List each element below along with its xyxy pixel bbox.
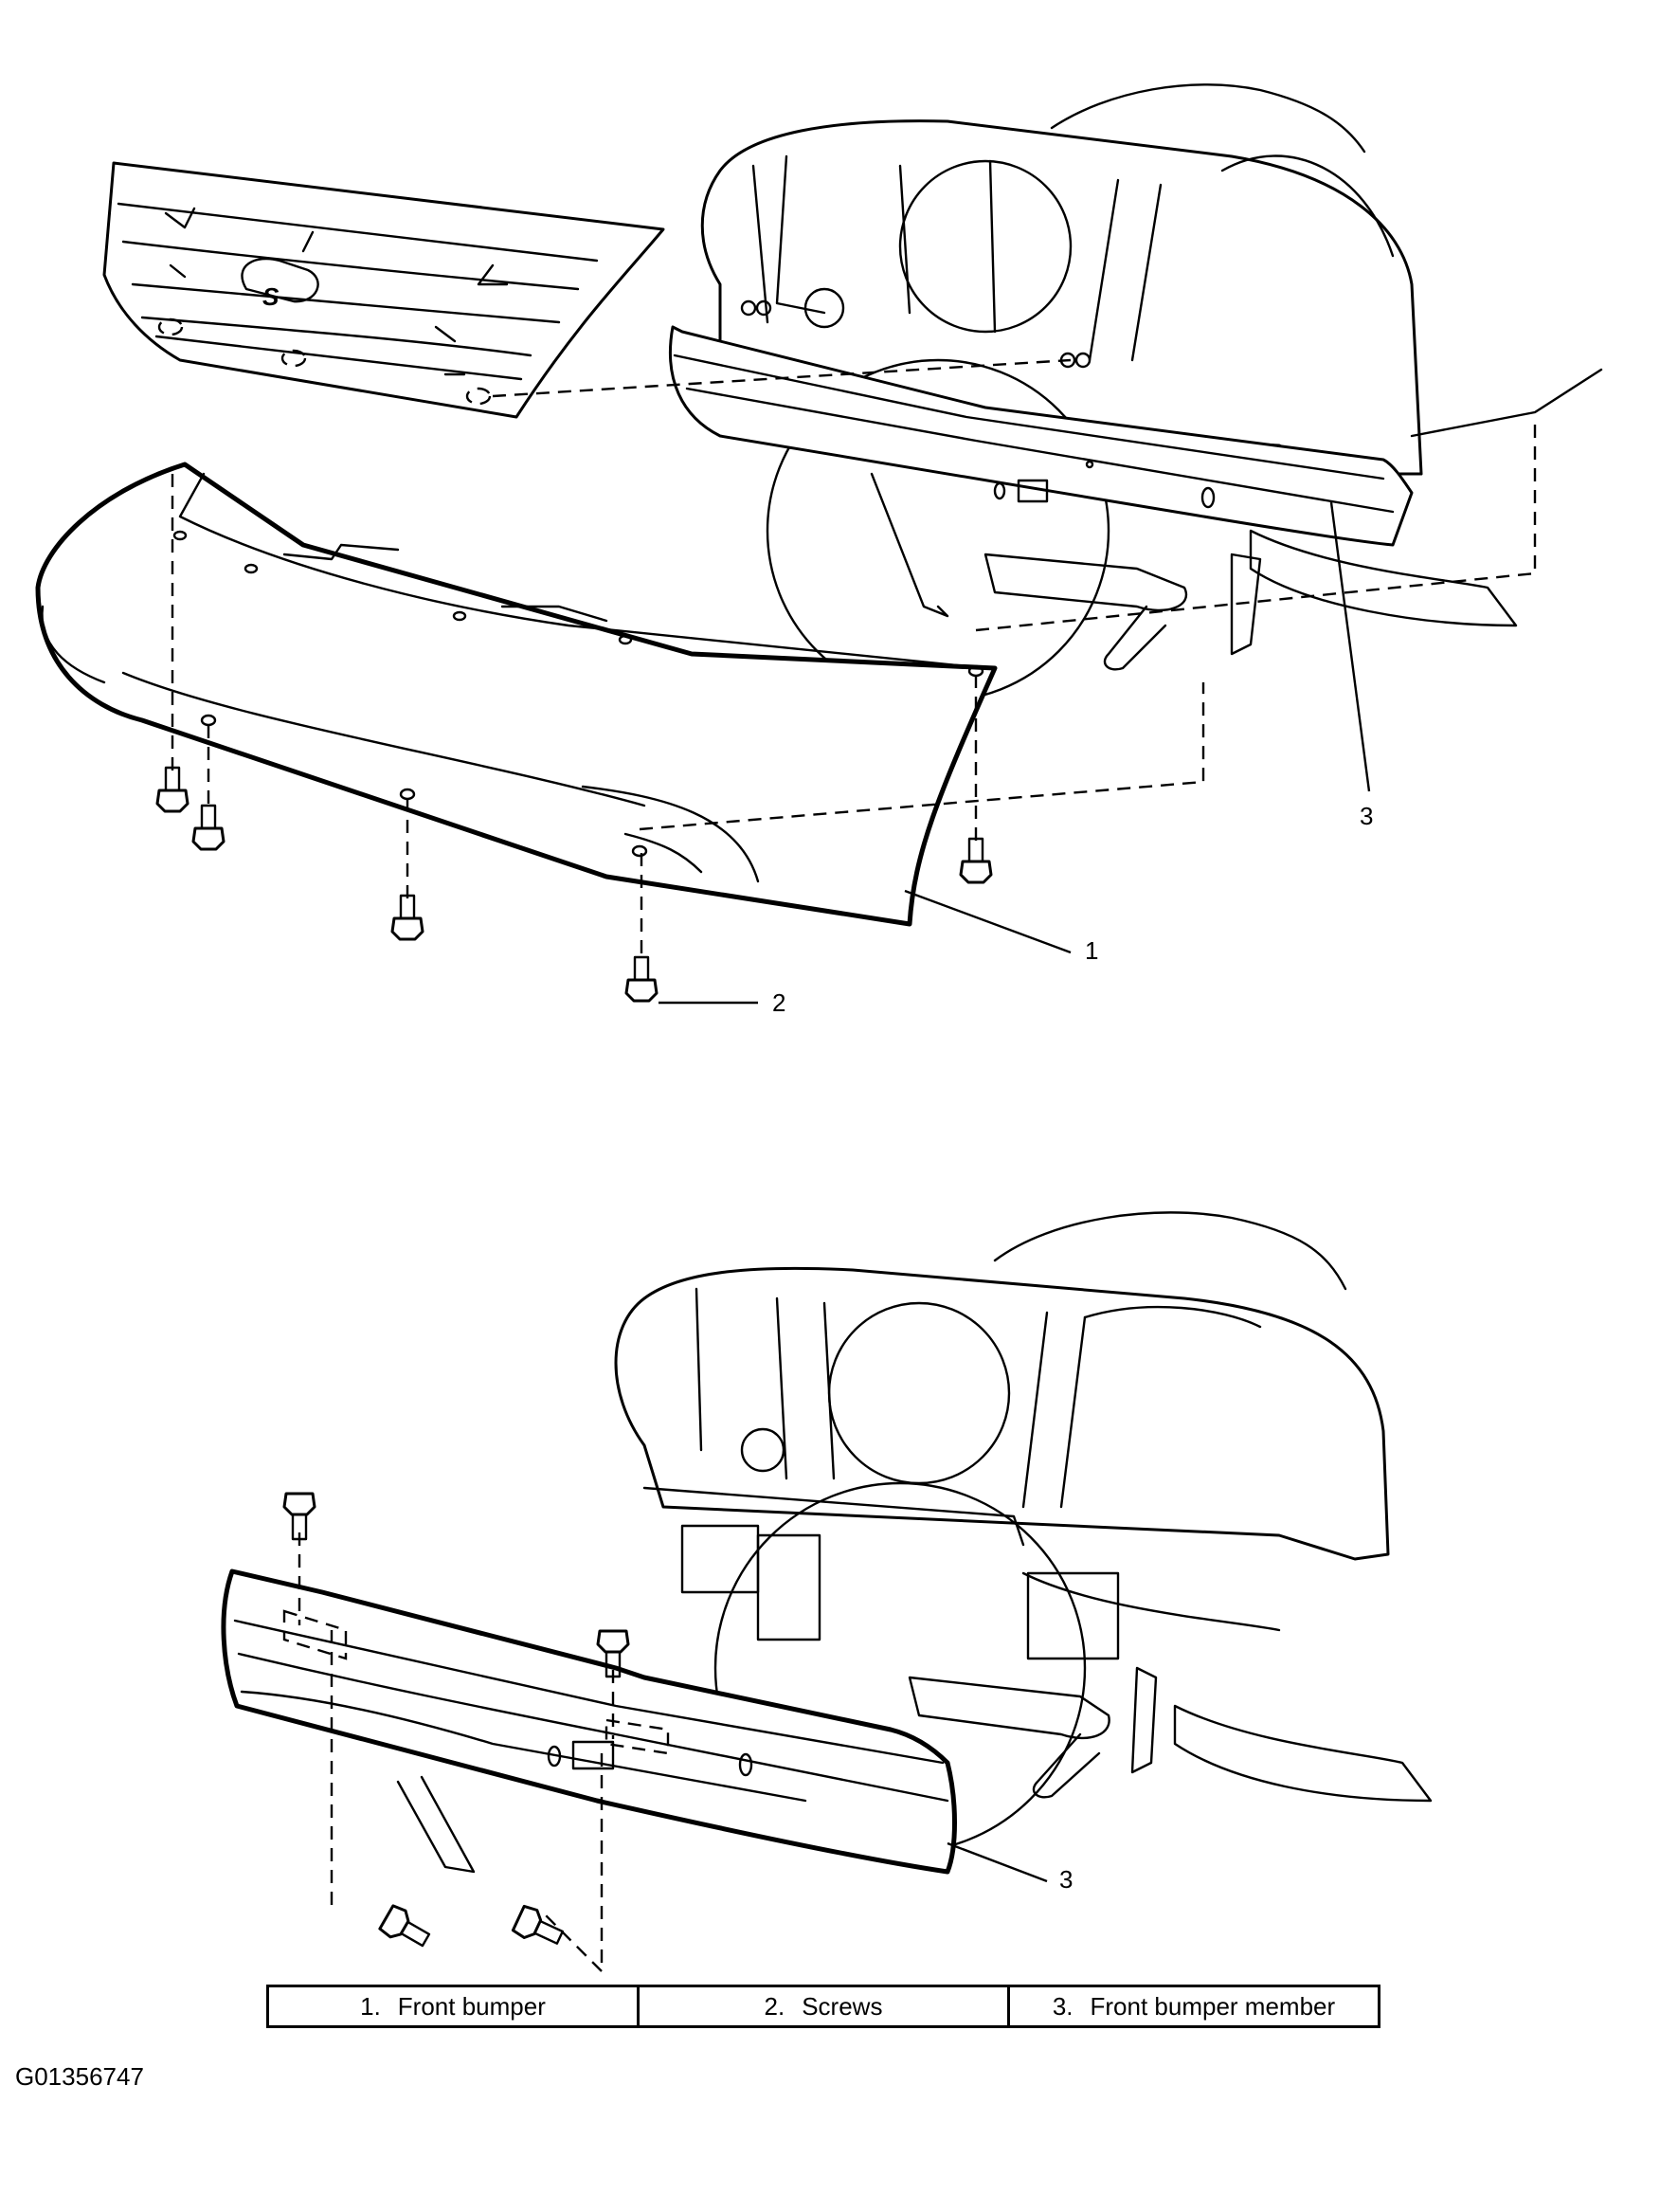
top-screw-set [155, 766, 993, 1003]
legend-number: 1. [360, 1992, 381, 2021]
figure-id: G01356747 [15, 2062, 144, 2091]
legend-item-front-bumper: 1. Front bumper [269, 1987, 640, 2025]
callout-3-bottom: 3 [1059, 1865, 1073, 1894]
top-bumper-member [668, 325, 1414, 547]
grille-logo: S [262, 282, 280, 311]
bottom-bumper-member [221, 1568, 957, 1875]
screw [390, 894, 424, 941]
top-illustration: S [35, 83, 1603, 1017]
screw [155, 766, 189, 813]
bottom-vehicle-front [614, 1211, 1433, 1855]
top-assembly-lines [171, 417, 1537, 962]
screw [596, 1629, 630, 1678]
screw [191, 804, 226, 851]
top-grille: S [102, 161, 1072, 419]
callout-3: 3 [1360, 802, 1373, 830]
legend-label: Front bumper member [1090, 1992, 1336, 2021]
callout-1: 1 [1085, 936, 1098, 965]
screw [959, 837, 993, 884]
bottom-illustration: 3 [221, 1211, 1433, 1974]
legend-item-screws: 2. Screws [640, 1987, 1010, 2025]
bottom-assembly-lines [298, 1532, 615, 1974]
parts-legend-table: 1. Front bumper 2. Screws 3. Front bumpe… [266, 1985, 1380, 2028]
legend-label: Screws [802, 1992, 883, 2021]
bottom-screw-set [282, 1492, 630, 1948]
screw [624, 955, 659, 1003]
legend-number: 3. [1052, 1992, 1074, 2021]
screw [511, 1904, 564, 1945]
bottom-callouts: 3 [947, 1841, 1073, 1894]
top-callouts: 1 2 3 [659, 501, 1373, 1017]
screw [282, 1492, 316, 1541]
legend-item-front-bumper-member: 3. Front bumper member [1010, 1987, 1378, 2025]
legend-label: Front bumper [397, 1992, 546, 2021]
callout-2: 2 [772, 988, 785, 1017]
top-front-bumper [35, 462, 998, 927]
legend-number: 2. [764, 1992, 785, 2021]
screw [378, 1904, 431, 1948]
